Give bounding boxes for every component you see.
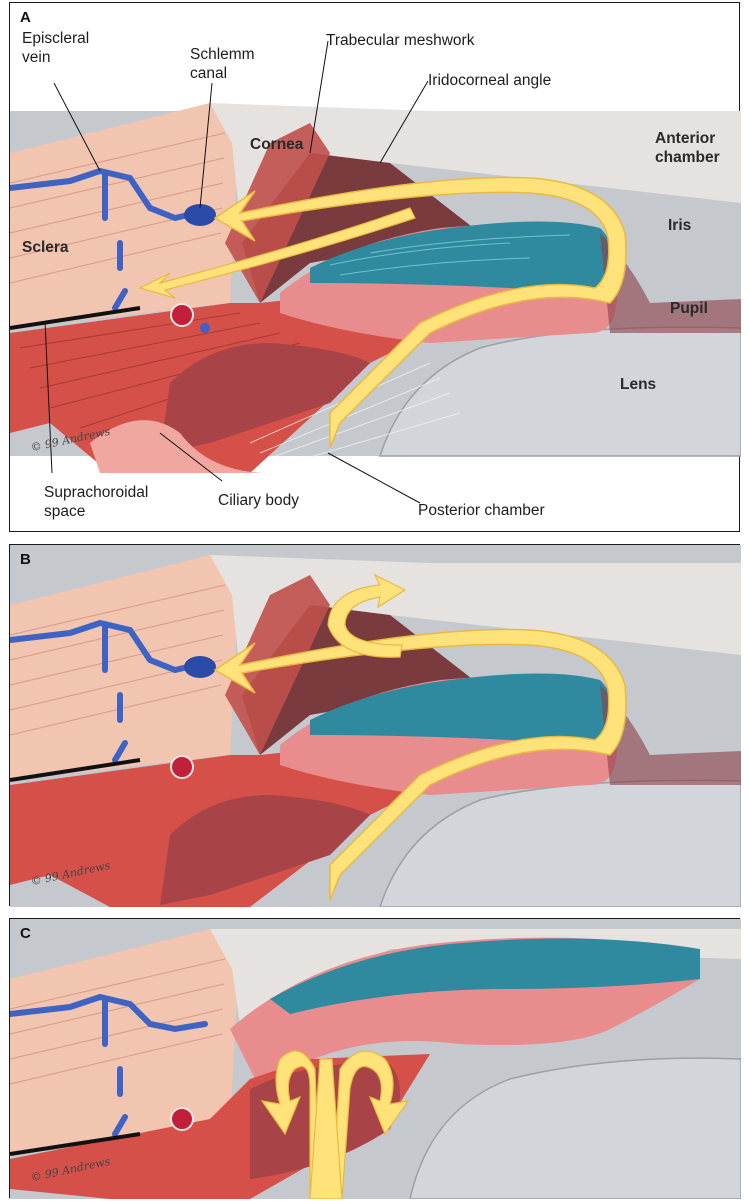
label-iris: Iris xyxy=(668,216,691,235)
vessel xyxy=(171,304,193,326)
label-line: chamber xyxy=(655,148,720,167)
vessel-small xyxy=(200,323,210,333)
label-line: canal xyxy=(190,64,255,83)
label-suprachoroidal-space: Suprachoroidal space xyxy=(44,483,148,521)
label-sclera: Sclera xyxy=(22,238,69,257)
schlemm-canal-shape xyxy=(184,656,216,678)
label-iridocorneal-angle: Iridocorneal angle xyxy=(428,71,551,90)
panel-c-illustration xyxy=(10,919,741,1199)
label-anterior-chamber: Anterior chamber xyxy=(655,129,720,167)
label-line: Episcleral xyxy=(22,29,89,48)
label-episcleral-vein: Episcleral vein xyxy=(22,29,89,67)
label-line: Anterior xyxy=(655,129,720,148)
panel-letter: C xyxy=(20,925,31,942)
vessel xyxy=(171,756,193,778)
label-line: Schlemm xyxy=(190,45,255,64)
label-pupil: Pupil xyxy=(670,299,708,318)
panel-a-illustration xyxy=(10,3,741,533)
panel-b-illustration xyxy=(10,545,741,907)
label-line: space xyxy=(44,502,148,521)
panel-b: B © 99 Andrews xyxy=(9,544,740,906)
vessel xyxy=(171,1108,193,1130)
label-line: vein xyxy=(22,48,89,67)
label-lens: Lens xyxy=(620,375,656,394)
panel-letter: A xyxy=(20,9,31,26)
panel-c: C © 99 Andrews xyxy=(9,918,740,1198)
label-posterior-chamber: Posterior chamber xyxy=(418,501,545,520)
label-cornea: Cornea xyxy=(250,135,303,154)
panel-letter: B xyxy=(20,551,31,568)
label-trabecular-meshwork: Trabecular meshwork xyxy=(326,31,474,50)
label-line: Suprachoroidal xyxy=(44,483,148,502)
label-ciliary-body: Ciliary body xyxy=(218,491,299,510)
panel-a: A xyxy=(9,2,740,532)
label-schlemm-canal: Schlemm canal xyxy=(190,45,255,83)
